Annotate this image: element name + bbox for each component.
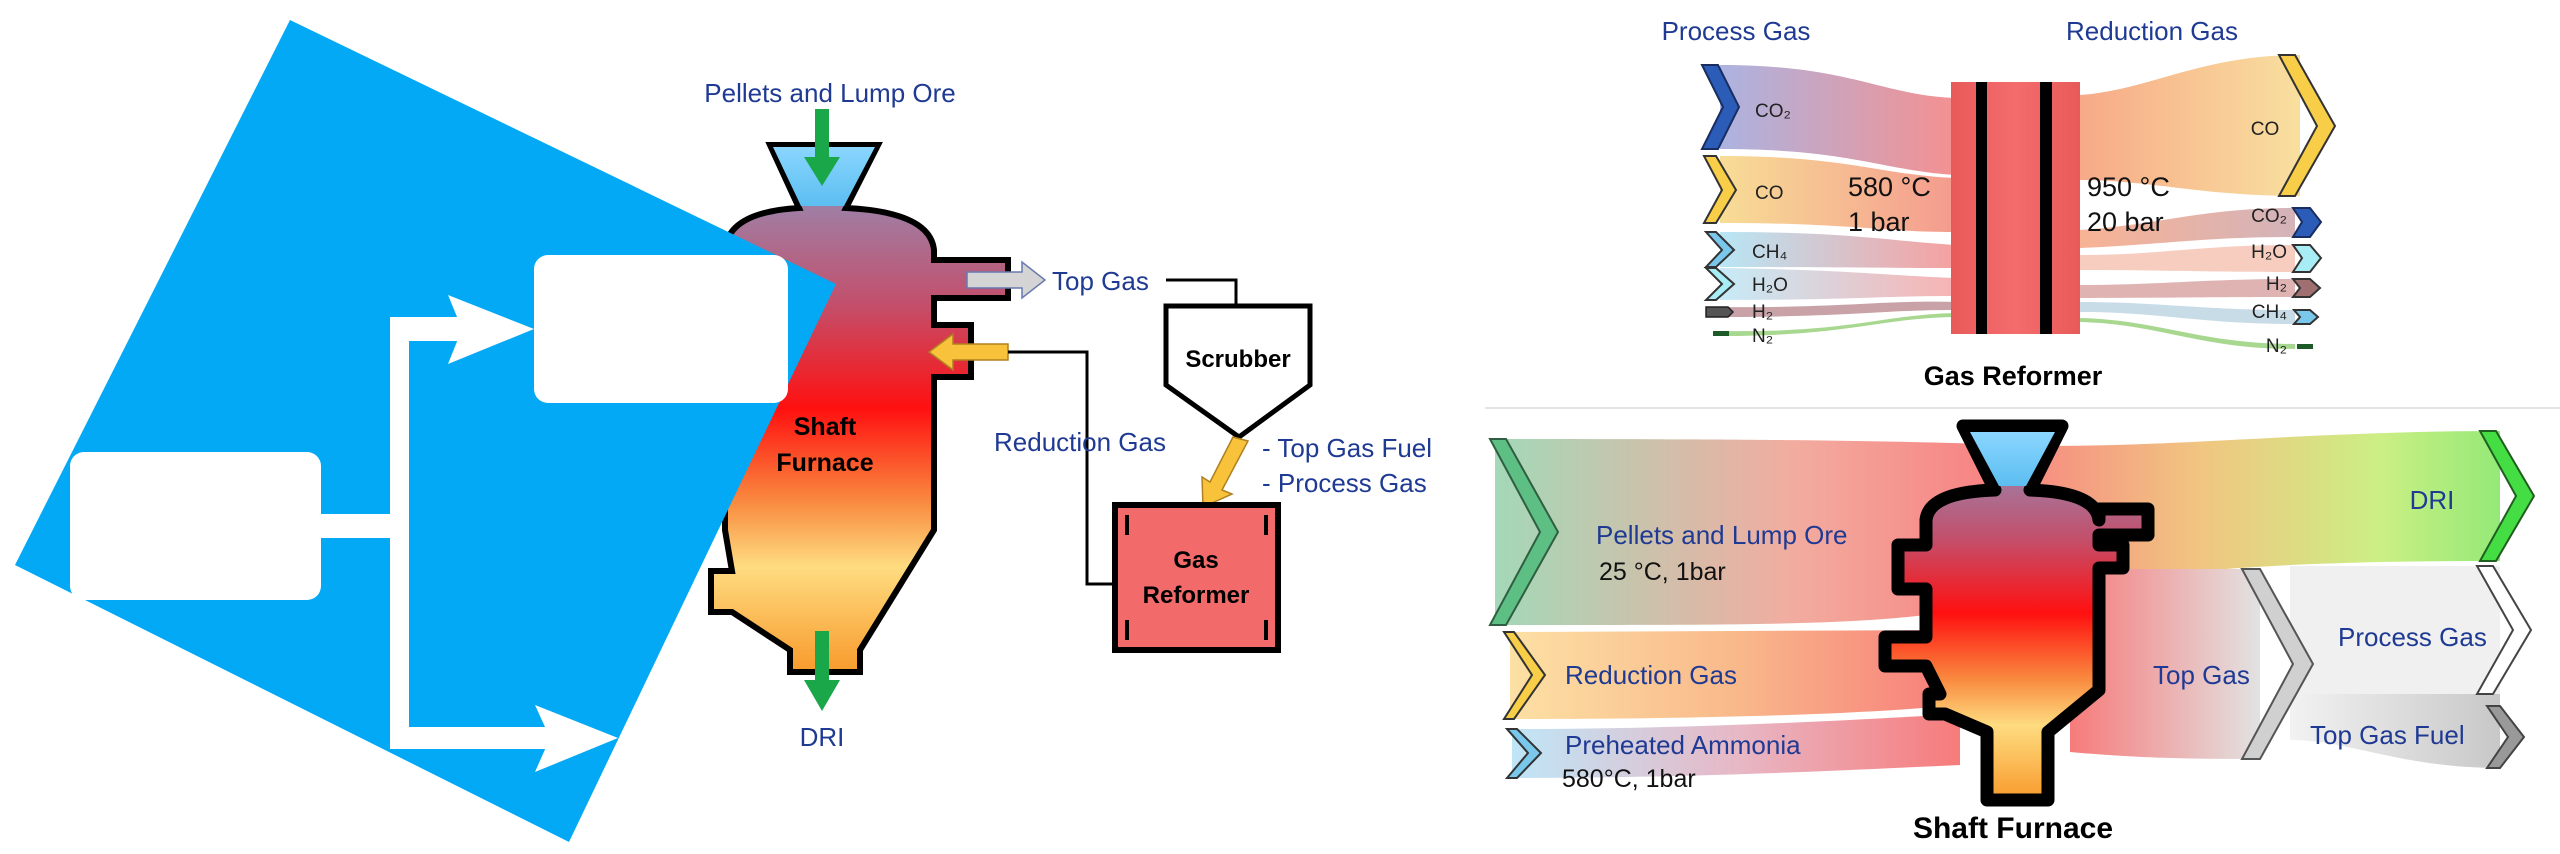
process-gas-output-label: Process Gas <box>2338 622 2487 652</box>
shaft-furnace-icon <box>1878 419 2155 807</box>
reduction-gas-arrow-icon <box>927 332 1009 372</box>
top-gas-fuel-output-chevron-icon <box>2485 705 2526 769</box>
top-gas-chevron-icon <box>2240 568 2315 760</box>
white-box-upper <box>534 255 788 403</box>
gas-reformer-title: Gas Reformer <box>1924 361 2103 391</box>
h2-outlet-chevron-icon <box>2290 278 2322 298</box>
gas-reformer-sankey: Process Gas Reduction Gas CO₂ CO CH₄ H₂O… <box>1662 16 2337 391</box>
reformer-output-2: - Process Gas <box>1262 468 1427 498</box>
outlet-species-co: CO <box>2251 119 2280 140</box>
left-process-diagram: Pellets and Lump Ore DRI Shaft Furnace T… <box>15 20 1432 842</box>
outlet-pressure: 20 bar <box>2087 207 2164 237</box>
reformer-output-1: - Top Gas Fuel <box>1262 433 1432 463</box>
n2-inlet-marker-icon <box>1713 331 1729 336</box>
green-arrow-down-icon <box>804 631 840 711</box>
co2-outlet-chevron-icon <box>2291 207 2323 238</box>
dri-output-label: DRI <box>800 722 845 752</box>
h2o-outlet-chevron-icon <box>2291 244 2323 273</box>
furnace-label-line2: Furnace <box>776 449 873 477</box>
arrow-right-icon <box>448 295 534 364</box>
n2-outlet-marker-icon <box>2297 344 2313 349</box>
pellets-input-condition: 25 °C, 1bar <box>1599 558 1726 586</box>
shaft-furnace-title: Shaft Furnace <box>1913 812 2113 845</box>
co2-inlet-chevron-icon <box>1700 64 1741 150</box>
ammonia-input-condition: 580°C, 1bar <box>1562 765 1696 793</box>
dri-output-label: DRI <box>2410 485 2455 515</box>
yellow-arrow-icon <box>1201 436 1250 509</box>
pellets-input-label: Pellets and Lump Ore <box>1596 520 1847 550</box>
outlet-species-ch4: CH₄ <box>2252 302 2287 323</box>
ch4-outlet-chevron-icon <box>2291 309 2320 325</box>
scrubber <box>1163 303 1313 441</box>
reduction-gas-input-label: Reduction Gas <box>1565 660 1737 690</box>
pellets-input-label: Pellets and Lump Ore <box>704 78 955 108</box>
blue-overlay-shape <box>15 20 836 842</box>
ammonia-input-chevron-icon <box>1504 728 1543 779</box>
outlet-species-h2: H₂ <box>2266 274 2287 295</box>
scrubber-label: Scrubber <box>1185 346 1290 373</box>
reformer-label-line1: Gas <box>1173 547 1218 574</box>
outlet-species-n2: N₂ <box>2266 336 2287 357</box>
top-gas-fuel-output-label: Top Gas Fuel <box>2310 720 2465 750</box>
reduction-gas-input-chevron-icon <box>1502 631 1547 720</box>
furnace-label-line1: Shaft <box>794 413 857 441</box>
h2-inlet-chevron-icon <box>1705 306 1735 318</box>
inlet-species-co2: CO₂ <box>1755 101 1791 122</box>
outlet-temperature: 950 °C <box>2087 172 2170 202</box>
reformer-label-line2: Reformer <box>1143 582 1250 609</box>
reduction-gas-header: Reduction Gas <box>2066 16 2238 46</box>
reduction-gas-label: Reduction Gas <box>994 427 1166 457</box>
inlet-temperature: 580 °C <box>1848 172 1931 202</box>
green-arrow-down-icon <box>804 109 840 186</box>
gas-reformer-box <box>1112 502 1281 653</box>
inlet-pressure: 1 bar <box>1848 207 1910 237</box>
inlet-species-ch4: CH₄ <box>1752 242 1787 263</box>
outlet-species-co2: CO₂ <box>2251 206 2287 227</box>
dri-output-chevron-icon <box>2478 430 2536 562</box>
top-gas-output-label: Top Gas <box>2153 660 2250 690</box>
co-outlet-chevron-icon <box>2277 54 2337 197</box>
pellets-input-chevron-icon <box>1488 438 1560 626</box>
process-gas-header: Process Gas <box>1662 16 1811 46</box>
inlet-species-n2: N₂ <box>1752 326 1773 347</box>
top-gas-arrow-icon <box>966 260 1047 300</box>
inlet-species-h2o: H₂O <box>1752 275 1788 296</box>
shaft-furnace-sankey: Pellets and Lump Ore 25 °C, 1bar Reducti… <box>1488 419 2536 845</box>
outlet-species-h2o: H₂O <box>2251 242 2287 263</box>
co-inlet-chevron-icon <box>1702 155 1738 224</box>
white-box-lower <box>70 452 321 600</box>
inlet-species-h2: H₂ <box>1752 302 1773 323</box>
arrow-right-icon <box>535 705 618 772</box>
h2o-inlet-chevron-icon <box>1703 267 1736 301</box>
ammonia-input-label: Preheated Ammonia <box>1565 730 1801 760</box>
white-arrows <box>321 295 618 772</box>
process-gas-output-chevron-icon <box>2475 565 2533 695</box>
top-gas-label: Top Gas <box>1052 266 1149 296</box>
inlet-species-co: CO <box>1755 183 1784 204</box>
reformer-unit <box>1951 82 2080 334</box>
